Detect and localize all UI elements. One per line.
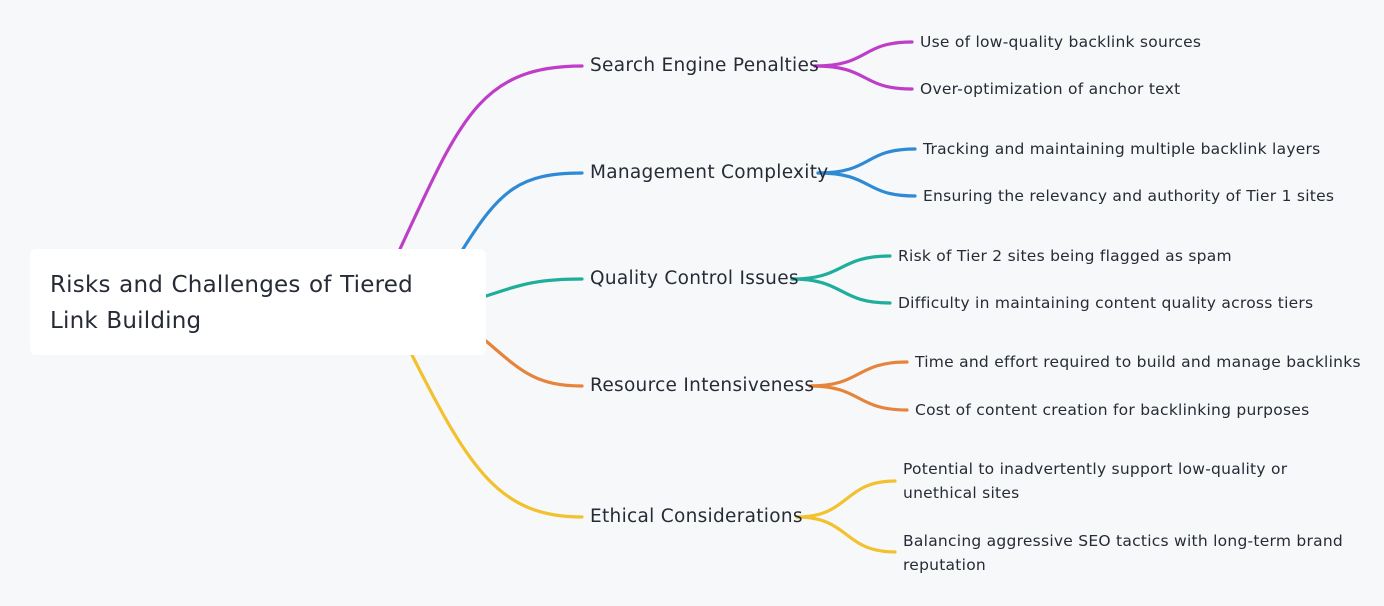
- root-topic-title: Risks and Challenges of Tiered Link Buil…: [50, 272, 413, 334]
- leaf-content-quality[interactable]: Difficulty in maintaining content qualit…: [898, 294, 1314, 312]
- root-topic[interactable]: Risks and Challenges of Tiered Link Buil…: [30, 249, 486, 355]
- leaf-link-ethical-considerations-1: [795, 479, 897, 519]
- leaf-link-search-engine-penalties-1: [813, 40, 914, 68]
- leaf-link-search-engine-penalties-2: [813, 64, 914, 91]
- leaf-brand-reputation[interactable]: Balancing aggressive SEO tactics with lo…: [903, 532, 1343, 574]
- root-link-search-engine-penalties: [398, 64, 584, 251]
- leaf-link-management-complexity-2: [816, 171, 917, 198]
- root-link-ethical-considerations: [410, 353, 584, 519]
- leaf-low-quality-sources[interactable]: Use of low-quality backlink sources: [920, 33, 1202, 51]
- leaf-tracking-layers[interactable]: Tracking and maintaining multiple backli…: [923, 140, 1321, 158]
- leaf-content-cost[interactable]: Cost of content creation for backlinking…: [915, 401, 1310, 419]
- leaf-anchor-text[interactable]: Over-optimization of anchor text: [920, 80, 1181, 98]
- leaf-link-management-complexity-1: [816, 147, 917, 175]
- root-link-management-complexity: [461, 171, 584, 251]
- root-link-quality-control-issues: [484, 277, 584, 298]
- leaf-time-effort[interactable]: Time and effort required to build and ma…: [915, 353, 1361, 371]
- leaf-link-resource-intensiveness-1: [808, 360, 909, 388]
- branch-quality-control-issues[interactable]: Quality Control Issues: [590, 268, 799, 289]
- leaf-link-ethical-considerations-2: [795, 515, 897, 554]
- branch-search-engine-penalties[interactable]: Search Engine Penalties: [590, 55, 820, 76]
- branch-ethical-considerations[interactable]: Ethical Considerations: [590, 506, 803, 527]
- leaf-tier2-spam[interactable]: Risk of Tier 2 sites being flagged as sp…: [898, 247, 1232, 265]
- leaf-unethical-sites[interactable]: Potential to inadvertently support low-q…: [903, 460, 1288, 502]
- branch-management-complexity[interactable]: Management Complexity: [590, 162, 829, 183]
- leaf-tier1-relevancy[interactable]: Ensuring the relevancy and authority of …: [923, 187, 1335, 205]
- branch-resource-intensiveness[interactable]: Resource Intensiveness: [590, 375, 815, 396]
- leaf-link-quality-control-issues-2: [790, 277, 892, 305]
- leaf-link-quality-control-issues-1: [790, 254, 892, 281]
- root-link-resource-intensiveness: [484, 339, 584, 388]
- leaf-link-resource-intensiveness-2: [808, 384, 909, 412]
